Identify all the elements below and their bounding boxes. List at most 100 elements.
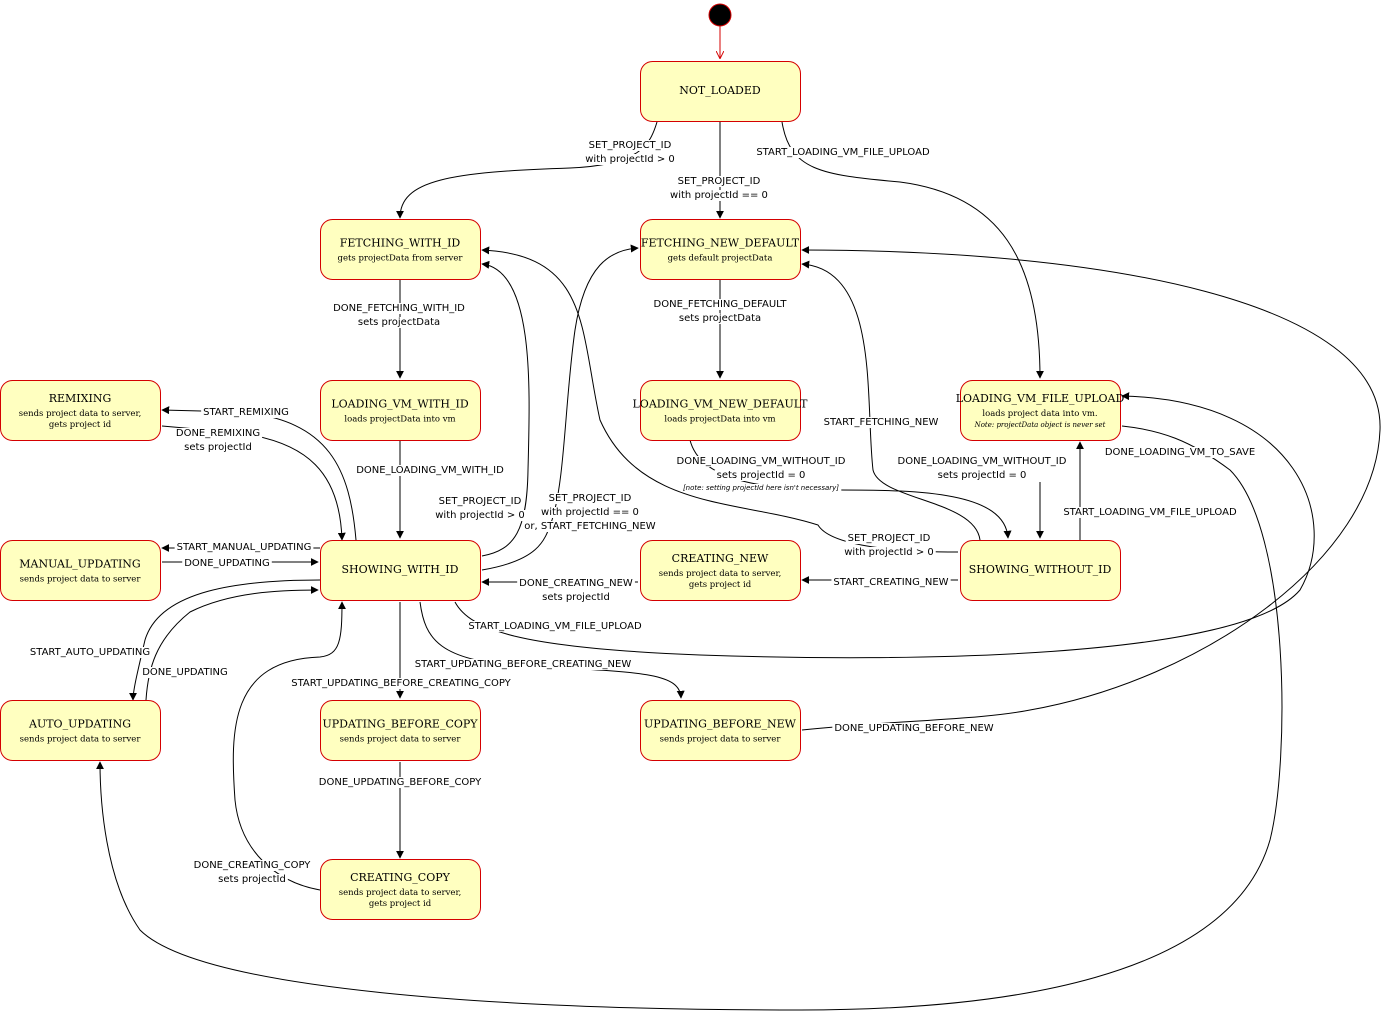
- state-description: sends project data to server,: [659, 569, 782, 579]
- label-background: [832, 723, 996, 734]
- label-background: [675, 176, 763, 187]
- label-background: [331, 303, 468, 314]
- state-box: [640, 540, 801, 601]
- state-title: UPDATING_BEFORE_NEW: [644, 718, 797, 731]
- state-box: [960, 380, 1121, 441]
- state-box: [960, 540, 1121, 601]
- state-box: [0, 540, 161, 601]
- state-title: LOADING_VM_FILE_UPLOAD: [956, 392, 1125, 405]
- state-title: UPDATING_BEFORE_COPY: [322, 718, 478, 731]
- transition-label-line: sets projectId: [184, 442, 252, 453]
- transition-label-done-load-with-id: DONE_LOADING_VM_WITH_ID: [354, 465, 507, 476]
- transition-label-line: START_FETCHING_NEW: [824, 417, 939, 428]
- label-background: [433, 510, 527, 521]
- edge-showing-with-id-to-file-upload: [454, 392, 1315, 659]
- label-background: [173, 428, 263, 439]
- transition-label-line: DONE_REMIXING: [176, 428, 260, 439]
- transition-label-line: START_LOADING_VM_FILE_UPLOAD: [1063, 507, 1237, 518]
- label-background: [895, 456, 1069, 467]
- edge-updating-before-new-to-fetching-new-default: [801, 246, 1381, 731]
- state-title: REMIXING: [49, 392, 112, 405]
- transition-label-start-fetching-new: START_FETCHING_NEW: [821, 417, 941, 428]
- state-description: gets project id: [689, 580, 752, 590]
- label-background: [182, 442, 254, 453]
- transition-label-line: DONE_LOADING_VM_WITHOUT_ID: [677, 456, 846, 467]
- state-title: SHOWING_WITH_ID: [342, 563, 459, 576]
- state-description: loads projectData into vm: [664, 415, 775, 425]
- state-box: [640, 219, 801, 280]
- state-description: gets project id: [369, 899, 432, 909]
- label-background: [540, 592, 612, 603]
- state-description: sends project data to server: [660, 735, 782, 745]
- transition-label-line: DONE_UPDATING_BEFORE_NEW: [834, 723, 993, 734]
- transition-label-line: DONE_UPDATING: [142, 667, 228, 678]
- transition-label-line: with projectId > 0: [844, 547, 934, 558]
- transition-label-line: DONE_LOADING_VM_WITH_ID: [356, 465, 504, 476]
- transition-label-line: SET_PROJECT_ID: [848, 533, 931, 544]
- state-description: sends project data to server: [340, 735, 462, 745]
- state-title: LOADING_VM_WITH_ID: [331, 398, 468, 411]
- state-title: FETCHING_WITH_ID: [340, 237, 461, 250]
- label-background: [821, 417, 941, 428]
- transition-label-start-auto: START_AUTO_UPDATING: [27, 647, 153, 658]
- transition-note: [note: setting projectId here isn't nece…: [683, 484, 839, 492]
- state-title: AUTO_UPDATING: [28, 718, 131, 731]
- label-background: [316, 777, 485, 788]
- state-showing-with-id: SHOWING_WITH_ID: [320, 540, 481, 601]
- state-box: [320, 219, 481, 280]
- transition-label-line: START_CREATING_NEW: [833, 577, 948, 588]
- transition-label-line: START_AUTO_UPDATING: [30, 647, 150, 658]
- transition-label-line: sets projectId = 0: [938, 470, 1027, 481]
- state-title: FETCHING_NEW_DEFAULT: [641, 237, 800, 250]
- label-background: [174, 542, 314, 553]
- label-background: [354, 465, 507, 476]
- label-background: [842, 547, 936, 558]
- label-background: [355, 317, 443, 328]
- transition-label-line: DONE_CREATING_NEW: [519, 578, 633, 589]
- state-title: LOADING_VM_NEW_DEFAULT: [633, 398, 809, 411]
- transition-label-start-before-new: START_UPDATING_BEFORE_CREATING_NEW: [412, 659, 634, 670]
- state-box: [640, 700, 801, 761]
- label-background: [935, 470, 1029, 481]
- label-background: [546, 493, 634, 504]
- label-background: [522, 521, 658, 532]
- edge-file-upload-to-auto-updating: [96, 425, 1283, 1011]
- label-background: [539, 507, 641, 518]
- transition-label-done-before-new: DONE_UPDATING_BEFORE_NEW: [832, 723, 996, 734]
- transition-label-start-file-upload-a: START_LOADING_VM_FILE_UPLOAD: [754, 147, 932, 158]
- state-description: loads projectData into vm: [344, 415, 455, 425]
- label-background: [831, 577, 951, 588]
- transition-label-line: sets projectData: [358, 317, 440, 328]
- label-background: [845, 533, 933, 544]
- edge-showing-with-id-to-auto-updating: [129, 579, 321, 701]
- transition-label-line: DONE_LOADING_VM_TO_SAVE: [1105, 447, 1255, 458]
- state-description: loads project data into vm.: [982, 409, 1097, 419]
- label-background: [676, 313, 764, 324]
- state-description: sends project data to server,: [19, 409, 142, 419]
- label-background: [436, 496, 524, 507]
- label-background: [412, 659, 634, 670]
- label-background: [714, 470, 808, 481]
- state-description: gets projectData from server: [338, 254, 464, 264]
- label-background: [216, 874, 288, 885]
- state-title: MANUAL_UPDATING: [19, 558, 140, 571]
- state-showing-without-id: SHOWING_WITHOUT_ID: [960, 540, 1121, 601]
- transition-label-line: sets projectId: [542, 592, 610, 603]
- state-box: [0, 700, 161, 761]
- transition-label-start-file-upload-b: START_LOADING_VM_FILE_UPLOAD: [1061, 507, 1239, 518]
